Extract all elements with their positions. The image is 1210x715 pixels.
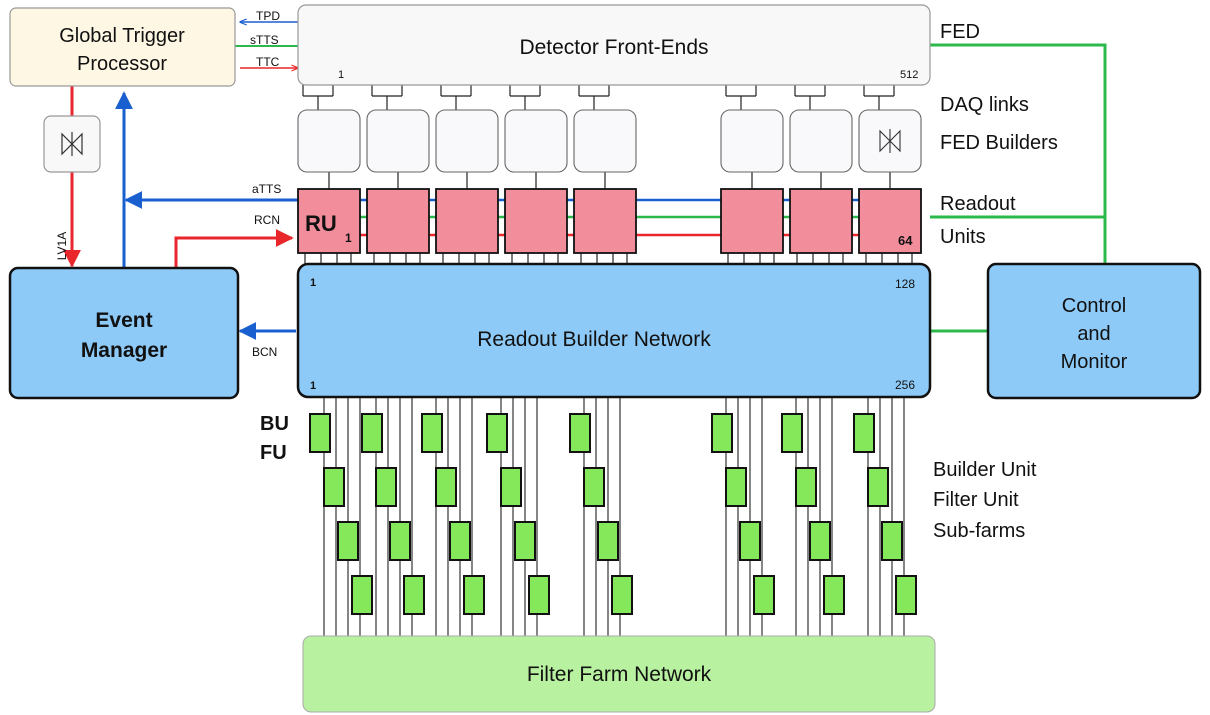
builder-unit-label: Builder Unit	[933, 459, 1037, 481]
ttc-label: TTC	[256, 55, 280, 69]
readout-unit-box	[366, 188, 430, 254]
builder-filter-units	[309, 413, 917, 615]
bu-fu-node	[486, 413, 508, 453]
rbn-bottom-left-index: 1	[310, 380, 316, 392]
global-trigger-processor: Global Trigger Processor	[9, 7, 236, 87]
bu-fu-node	[323, 467, 345, 507]
fe-first-index: 1	[338, 69, 344, 81]
bu-fu-node	[809, 521, 831, 561]
fed-link-line	[930, 43, 1107, 264]
bu-fu-node	[389, 521, 411, 561]
readout-unit-box	[789, 188, 853, 254]
bu-fu-node	[781, 413, 803, 453]
bu-label: BU	[260, 413, 289, 435]
atts-label: aTTS	[252, 182, 281, 196]
bu-fu-node	[375, 467, 397, 507]
rbn-top-left-index: 1	[310, 277, 316, 289]
bu-fu-node	[881, 521, 903, 561]
bu-fu-node	[403, 575, 425, 615]
bu-fu-node	[351, 575, 373, 615]
bu-fu-node	[361, 413, 383, 453]
front-ends-label: Detector Front-Ends	[519, 36, 708, 59]
detector-front-ends: Detector Front-Ends 1 512	[297, 4, 931, 86]
lv1a-switch-box	[43, 115, 101, 173]
bu-fu-node	[337, 521, 359, 561]
readout-unit-box	[297, 188, 361, 254]
bu-fu-node	[739, 521, 761, 561]
filter-unit-label: Filter Unit	[933, 489, 1019, 511]
readout-units: RU 1 64	[297, 188, 922, 254]
event-manager-line1: Event	[95, 309, 152, 332]
fu-label: FU	[260, 442, 287, 464]
readout-unit-box	[573, 188, 637, 254]
switch-icon	[879, 129, 901, 153]
bu-fu-node	[823, 575, 845, 615]
lv1a-label: LV1A	[55, 232, 69, 260]
fed-builders	[297, 109, 922, 173]
tpd-label: TPD	[256, 9, 280, 23]
bu-fu-node	[421, 413, 443, 453]
stts-label: sTTS	[250, 33, 279, 47]
subfarms-label: Sub-farms	[933, 520, 1025, 542]
rbn-top-right-index: 128	[895, 277, 915, 291]
filter-farm-network: Filter Farm Network	[302, 635, 936, 713]
control-line1: Control	[1062, 295, 1126, 317]
bu-fu-node	[528, 575, 550, 615]
bu-fu-node	[711, 413, 733, 453]
fed-builders-label: FED Builders	[940, 132, 1058, 154]
ru-last-index: 64	[898, 233, 913, 248]
fed-builder-box	[573, 109, 637, 173]
event-manager-line2: Manager	[81, 339, 167, 362]
rcn-label: RCN	[254, 213, 280, 227]
control-and-monitor: Control and Monitor	[986, 262, 1202, 400]
fed-builder-box	[789, 109, 853, 173]
bu-fu-node	[514, 521, 536, 561]
bcn-label: BCN	[252, 345, 277, 359]
bu-fu-node	[500, 467, 522, 507]
bu-fu-node	[583, 467, 605, 507]
fed-builder-box	[366, 109, 430, 173]
gtp-label-line2: Processor	[77, 53, 167, 75]
fed-builder-box	[435, 109, 499, 173]
bu-fu-node	[449, 521, 471, 561]
ffn-label: Filter Farm Network	[527, 663, 712, 686]
readout-unit-box	[435, 188, 499, 254]
readout-label: Readout	[940, 193, 1016, 215]
rbn-bottom-right-index: 256	[895, 378, 915, 392]
fe-last-index: 512	[900, 69, 918, 81]
readout-unit-box	[858, 188, 922, 254]
control-line3: Monitor	[1061, 351, 1128, 373]
bu-fu-node	[569, 413, 591, 453]
bu-fu-node	[867, 467, 889, 507]
daq-links-label: DAQ links	[940, 94, 1029, 116]
bu-fu-node	[795, 467, 817, 507]
bu-fu-node	[597, 521, 619, 561]
bu-fu-node	[463, 575, 485, 615]
ru-first-subscript: 1	[345, 231, 352, 245]
bu-fu-node	[435, 467, 457, 507]
gtp-label-line1: Global Trigger	[59, 25, 185, 47]
bu-fu-node	[611, 575, 633, 615]
fed-builder-box	[297, 109, 361, 173]
control-line2: and	[1077, 323, 1110, 345]
units-label: Units	[940, 226, 986, 248]
rcn-arrow	[174, 229, 294, 268]
fed-label: FED	[940, 21, 980, 43]
fed-builder-box	[720, 109, 784, 173]
rbn-label: Readout Builder Network	[477, 328, 711, 351]
fed-builder-box	[504, 109, 568, 173]
switch-icon	[61, 132, 83, 156]
readout-builder-network: Readout Builder Network 1 128 1 256	[296, 262, 932, 399]
readout-unit-box	[504, 188, 568, 254]
ru-label: RU	[305, 211, 337, 236]
event-manager: Event Manager	[8, 266, 240, 400]
bu-fu-node	[753, 575, 775, 615]
bu-fu-node	[309, 413, 331, 453]
bu-fu-node	[895, 575, 917, 615]
readout-unit-box	[720, 188, 784, 254]
bu-fu-node	[725, 467, 747, 507]
bu-fu-node	[853, 413, 875, 453]
